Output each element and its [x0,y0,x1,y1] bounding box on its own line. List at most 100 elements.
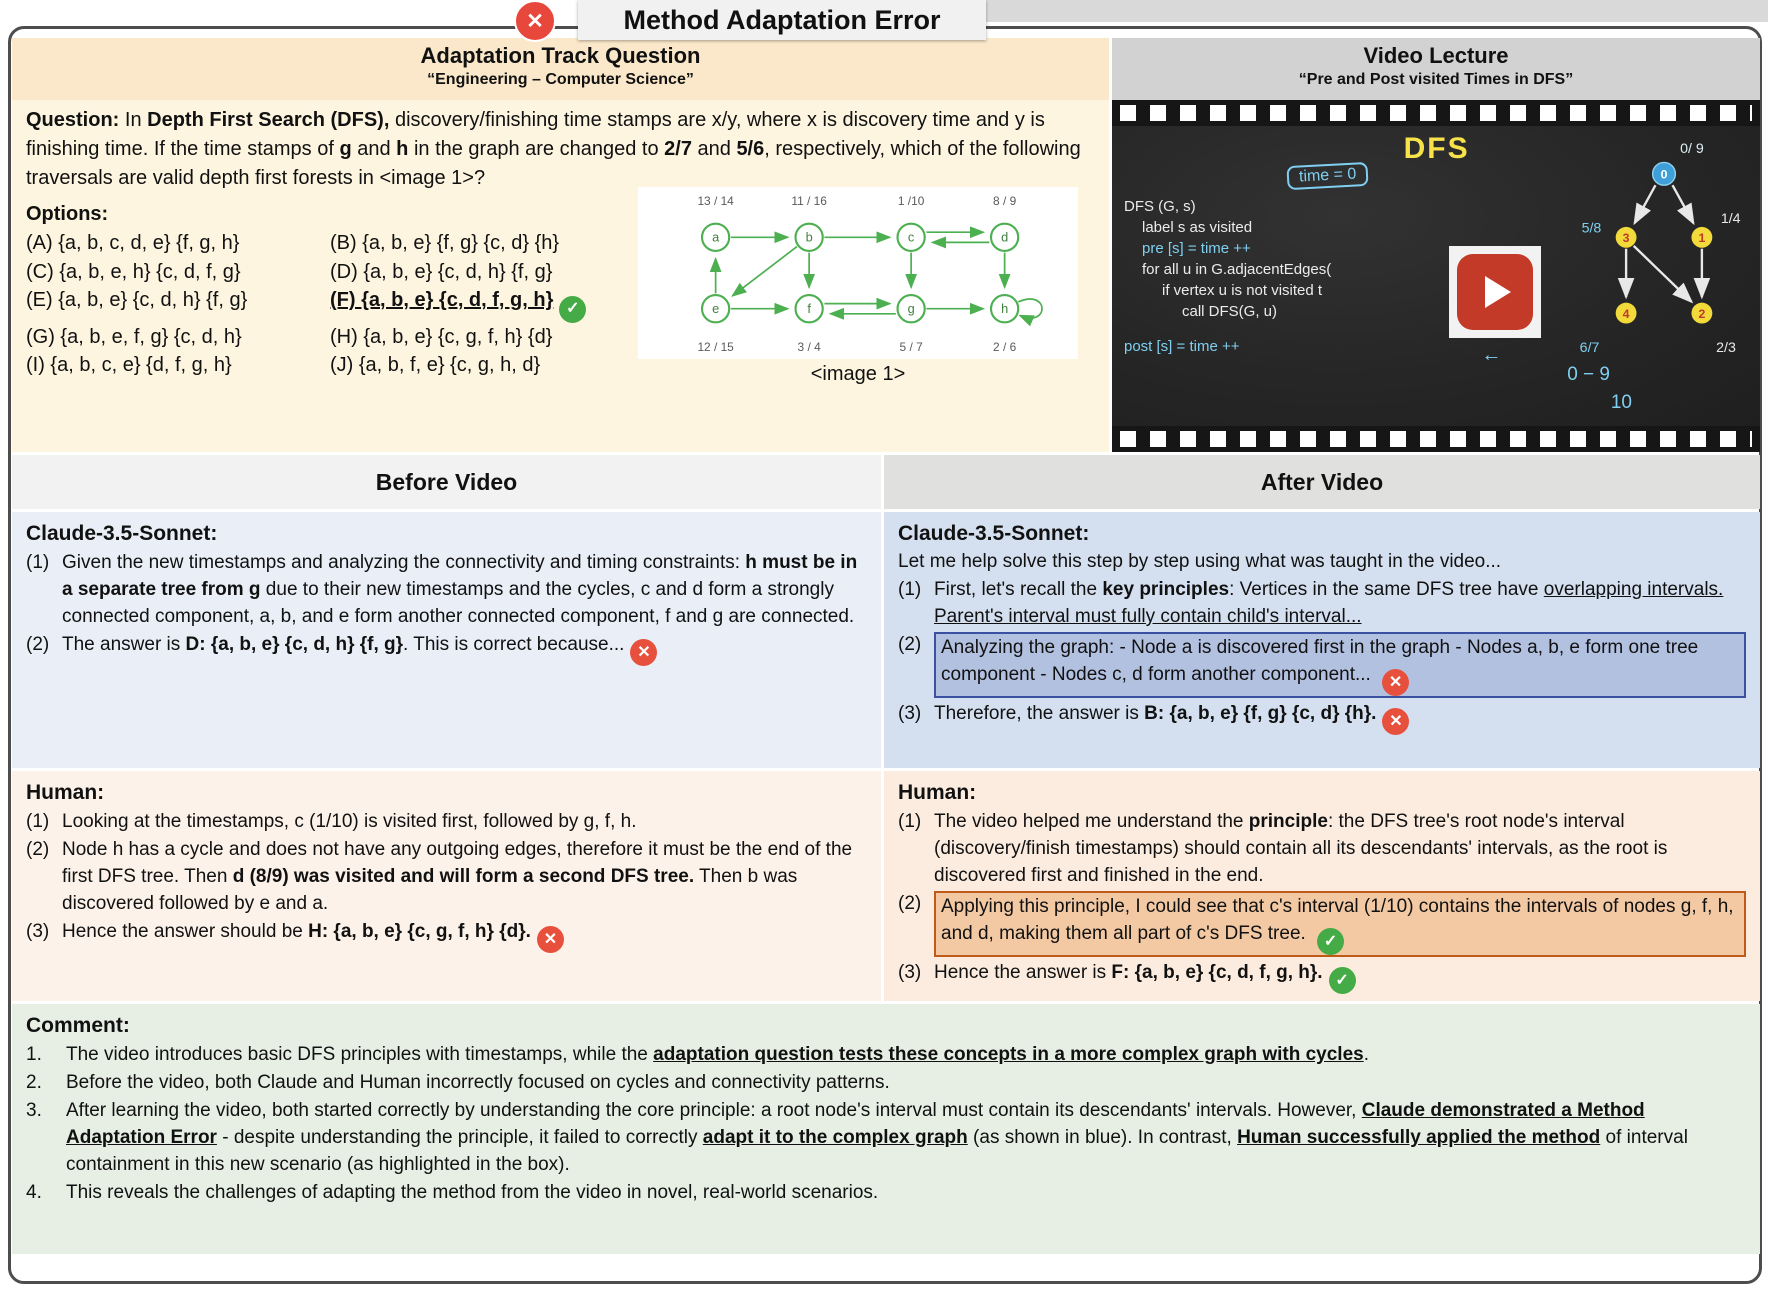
step-item: 4.This reveals the challenges of adaptin… [26,1179,1746,1206]
text-segment: - despite understanding the principle, i… [216,1127,703,1148]
graph-node-label: f [807,301,811,316]
text-segment: h must be in a separate tree from g [62,552,858,600]
graph-edge-b-e [731,245,798,297]
options-block: Options: (A) {a, b, c, d, e} {f, g, h} (B… [26,199,626,386]
text-segment: 5/6 [736,138,765,160]
text-segment: In [119,109,148,131]
options-label: Options: [26,203,109,225]
question-panel-header: Adaptation Track Question “Engineering –… [12,38,1109,100]
highlight-box: Analyzing the graph: - Node a is discove… [934,632,1746,698]
cross-icon: ✕ [1382,708,1410,735]
text-segment: (B) {a, b, e} {f, g} {c, d} {h} [330,232,560,254]
question-panel-title: Adaptation Track Question [420,43,701,68]
question-lower: Options: (A) {a, b, c, d, e} {f, g, h} (B… [26,187,1095,386]
text-segment: (C) {a, b, e, h} {c, d, f, g} [26,260,241,283]
step-item: 1.The video introduces basic DFS princip… [26,1041,1746,1068]
step-item: (1)Looking at the timestamps, c (1/10) i… [26,808,867,835]
text-segment: principle [1248,811,1328,832]
text-segment: (A) {a, b, c, d, e} {f, g, h} [26,232,240,254]
tree-node-label: 2 [1698,307,1705,321]
row-comment: Comment: 1.The video introduces basic DF… [12,1004,1760,1254]
video-panel-header: Video Lecture “Pre and Post visited Time… [1112,38,1760,100]
graph-node-label: g [908,301,915,316]
text-segment: 2/7 [664,138,692,160]
graph-timestamp-label: 2 / 6 [993,340,1017,354]
text-segment: Hence the answer is [934,962,1112,983]
graph-node-a [700,222,731,252]
step-item: 3.After learning the video, both started… [26,1097,1746,1178]
text-segment: Depth First Search (DFS), [147,109,390,131]
tree-ts-label: 5/8 [1582,221,1602,237]
text-segment: key principles [1102,579,1230,600]
human-after-panel: Human: (1) The video helped me understand… [884,771,1760,1001]
pseudocode-line: for all u in G.adjacentEdges( [1142,261,1332,278]
tree-ts-label: 1/4 [1721,211,1741,227]
step-text: The video helped me understand the princ… [934,808,1746,889]
graph-node-f [794,294,824,324]
text-segment: B: {a, b, e} {f, g} {c, d} {h}. [1144,703,1377,724]
step-text: Node h has a cycle and does not have any… [62,836,867,917]
text-segment: (D) {a, b, e} {c, d, h} {f, g} [330,260,553,283]
text-segment: . [1363,1044,1369,1065]
check-icon: ✓ [1328,967,1356,994]
option-F: (F) {a, b, e} {c, d, f, g, h}✓ [330,286,626,323]
options-grid: (A) {a, b, c, d, e} {f, g, h} (B) {a, b, … [26,229,626,380]
option-B: (B) {a, b, e} {f, g} {c, d} {h} [330,229,626,258]
step-text: Given the new timestamps and analyzing t… [62,549,867,630]
video-panel-subtitle: “Pre and Post visited Times in DFS” [1298,71,1574,88]
graph-node-c [896,222,926,252]
option-D: (D) {a, b, e} {c, d, h} {f, g} [330,258,626,287]
filmstrip-bottom [1112,426,1760,452]
tree-ts-label: 2/3 [1716,340,1736,356]
cross-icon: ✕ [536,926,564,953]
text-segment: : the DFS tree's root node's interval (d… [934,811,1668,886]
claude-before-panel: Claude-3.5-Sonnet: (1)Given the new time… [12,512,881,768]
play-button[interactable] [1456,254,1533,330]
text-segment: (H) {a, b, e} {c, g, f, h} {d} [330,325,553,348]
figure-title-text: Method Adaptation Error [623,4,941,35]
text-segment: (E) {a, b, e} {c, d, h} {f, g} [26,289,248,311]
tree-ts-label: 0/ 9 [1680,141,1704,157]
highlight-box: Applying this principle, I could see tha… [934,891,1746,957]
question-text: Question: In Depth First Search (DFS), d… [26,106,1095,193]
step-item: (3)Therefore, the answer is B: {a, b, e}… [898,700,1746,735]
step-number: (2) [26,634,50,655]
claude-after-intro: Let me help solve this step by step usin… [898,551,1502,572]
step-number: (1) [898,811,922,832]
option-C: (C) {a, b, e, h} {c, d, f, g} [26,258,326,287]
pseudocode-line: call DFS(G, u) [1182,303,1278,320]
pseudocode-line: DFS (G, s) [1124,198,1196,215]
graph-timestamp-label: 12 / 15 [697,340,734,354]
text-segment: in the graph are changed to [408,138,665,160]
tree-node-label: 3 [1623,231,1630,245]
step-text: Looking at the timestamps, c (1/10) is v… [62,808,867,835]
step-text: First, let's recall the key principles: … [934,576,1746,630]
step-item: (1)Given the new timestamps and analyzin… [26,549,867,630]
tree-node [1691,302,1713,324]
filmstrip-holes [1120,431,1752,447]
text-segment: Analyzing the graph: - Node a is discove… [941,637,1699,685]
after-video-label: After Video [1260,468,1384,495]
text-segment: The answer is [62,634,186,655]
pseudocode-line: post [s] = time ++ [1124,338,1240,355]
option-J: (J) {a, b, f, e} {c, g, h, d} [330,351,626,380]
graph-node-label: d [1001,230,1008,245]
text-segment: (as shown in blue). In contrast, [967,1127,1238,1148]
graph-node-label: a [712,230,720,245]
board-time-box: time = 0 [1286,161,1369,191]
text-segment: H: {a, b, e} {c, g, f, h} {d}. [308,921,531,942]
board-note: 10 [1610,392,1632,413]
speaker-label: Human: [898,781,977,804]
text-segment: overlapping intervals. Parent's interval… [934,579,1724,627]
option-G: (G) {a, b, e, f, g} {c, d, h} [26,323,326,352]
pseudocode-line: label s as visited [1142,219,1253,236]
step-text: The answer is D: {a, b, e} {c, d, h} {f,… [62,631,867,666]
text-segment: (F) {a, b, e} {c, d, f, g, h} [330,289,554,311]
step-item: (2)Applying this principle, I could see … [898,890,1746,958]
graph-node-label: c [908,230,915,245]
text-segment: D: {a, b, e} {c, d, h} {f, g} [185,634,404,655]
graph-node-label: h [1001,301,1008,316]
